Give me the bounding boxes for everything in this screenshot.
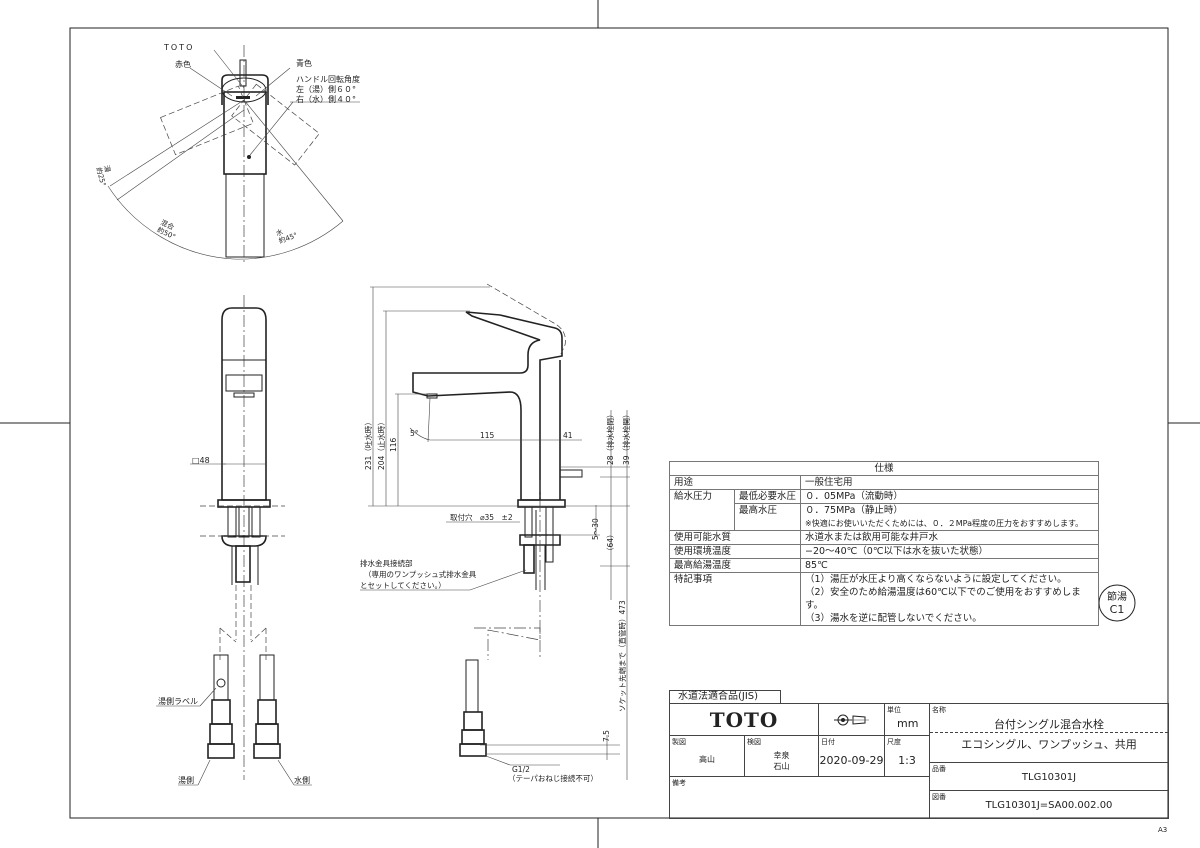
dim-116: 116: [389, 437, 398, 452]
stamp-line-1: 節湯: [1107, 590, 1127, 603]
spec-note-3: （3）湯水を逆に配管しないでください。: [805, 613, 982, 624]
dim-115: 115: [480, 431, 495, 440]
toto-label: TOTO: [163, 43, 194, 52]
spec-label: 用途: [669, 475, 801, 490]
spec-value: 水道水または飲用可能な井戸水: [800, 530, 1099, 545]
spec-value: ０．75MPa（静止時）: [805, 505, 903, 516]
part-no-label: 品番: [932, 765, 946, 773]
dim-5-30: 5〜30: [591, 518, 600, 540]
spec-value: −20〜40℃（0℃以下は水を抜いた状態）: [800, 544, 1099, 559]
handle-angle-right: 右（水）側４０°: [296, 94, 356, 104]
spec-label: 最高給湯温度: [669, 558, 801, 573]
dim-39: 39（排水栓開）: [621, 410, 631, 465]
hot-angle-label: 湯: [102, 164, 113, 173]
drain-note-1: 排水金具接続部: [360, 558, 413, 568]
spec-label: 給水圧力: [669, 489, 735, 531]
date-label: 日付: [821, 738, 835, 746]
drain-note-3: とセットしてください。）: [360, 581, 446, 590]
dim-204: 204（止水時）: [376, 418, 386, 470]
part-no: TLG10301J: [1021, 772, 1077, 783]
blue-color-label: 青色: [296, 58, 312, 68]
spec-note-2: （2）安全のため給湯温度は60℃以下でのご使用をおすすめします。: [805, 587, 1081, 611]
hot-side-label: 湯側: [178, 775, 194, 785]
spec-label: 使用環境温度: [669, 544, 801, 559]
unit-label: 単位: [887, 706, 901, 714]
handle-angle-title: ハンドル回転角度: [296, 74, 360, 84]
product-subname: エコシングル、ワンプッシュ、共用: [961, 738, 1137, 751]
width-dim: □48: [192, 456, 210, 465]
drawn-label: 製図: [672, 738, 686, 746]
dim-473: ソケット先端まで（直管時）473: [617, 600, 627, 712]
checked-label: 検図: [747, 738, 761, 746]
stamp-line-2: C1: [1110, 603, 1125, 616]
dim-7-5: 7.5: [602, 730, 611, 742]
product-name: 台付シングル混合水栓: [994, 718, 1104, 731]
dim-5deg: 5°: [410, 429, 419, 438]
handle-angle-left: 左（湯）側６０°: [296, 84, 356, 94]
spec-value: ０．05MPa（流動時）: [800, 489, 1099, 504]
jis-label: 水道法適合品(JIS): [669, 690, 781, 704]
cold-angle-label: 水: [275, 227, 285, 238]
front-view: □48 湯側ラベル 湯側 水側: [156, 295, 312, 786]
mount-hole-dim: 取付穴 ⌀35 ±2: [450, 512, 513, 522]
cold-side-label: 水側: [294, 775, 310, 785]
red-color-label: 赤色: [175, 59, 191, 69]
spec-note-1: （1）湯圧が水圧より高くならないように設定してください。: [805, 574, 1067, 585]
spec-sublabel: 最低必要水圧: [734, 489, 801, 504]
scale-label: 尺度: [887, 738, 901, 746]
checked-by-2: 石山: [773, 762, 790, 771]
spec-label: 特記事項: [669, 572, 801, 626]
sheet-size: A3: [1158, 826, 1167, 834]
spec-note: ※快適にお使いいただくためには、０．２MPa程度の圧力をおすすめします。: [805, 519, 1084, 528]
side-view: 231（吐水時） 204（止水時） 116 5° 115 41 28（排水栓閉）…: [360, 283, 631, 783]
scale-value: 1:3: [898, 754, 916, 767]
projection-symbol: [818, 703, 885, 736]
thread-spec: G1/2: [512, 765, 530, 774]
spec-label: 使用可能水質: [669, 530, 801, 545]
remarks-label: 備考: [672, 779, 686, 787]
name-label: 名称: [932, 706, 946, 714]
drain-note-2: （専用のワンプッシュ式排水金具: [364, 569, 477, 579]
top-view: TOTO 赤色 青色 ハンドル回転角度 左（湯）側６０° 右（水）側４０° 湯 …: [94, 43, 360, 265]
checked-by-1: 幸泉: [773, 751, 790, 760]
spec-title: 仕様: [669, 461, 1099, 476]
spec-value: 85℃: [800, 558, 1099, 573]
thread-note: （テーパおねじ接続不可）: [508, 773, 598, 783]
spec-value: 一般住宅用: [800, 475, 1099, 490]
drawn-by: 高山: [699, 755, 715, 764]
spec-sublabel: 最高水圧: [734, 503, 801, 531]
dim-28: 28（排水栓閉）: [605, 410, 615, 465]
hot-label-tag: 湯側ラベル: [158, 696, 198, 706]
dim-64: （64）: [606, 530, 615, 555]
dim-41: 41: [563, 431, 573, 440]
toto-logo: TOTO: [669, 703, 819, 736]
date-value: 2020-09-29: [819, 754, 884, 767]
drawing-no: TLG10301J=SA00.002.00: [985, 800, 1113, 811]
unit-value: mm: [897, 717, 919, 730]
water-saving-stamp: 節湯 C1: [1098, 584, 1136, 622]
drawing-no-label: 図番: [932, 793, 946, 801]
dim-231: 231（吐水時）: [363, 418, 373, 470]
